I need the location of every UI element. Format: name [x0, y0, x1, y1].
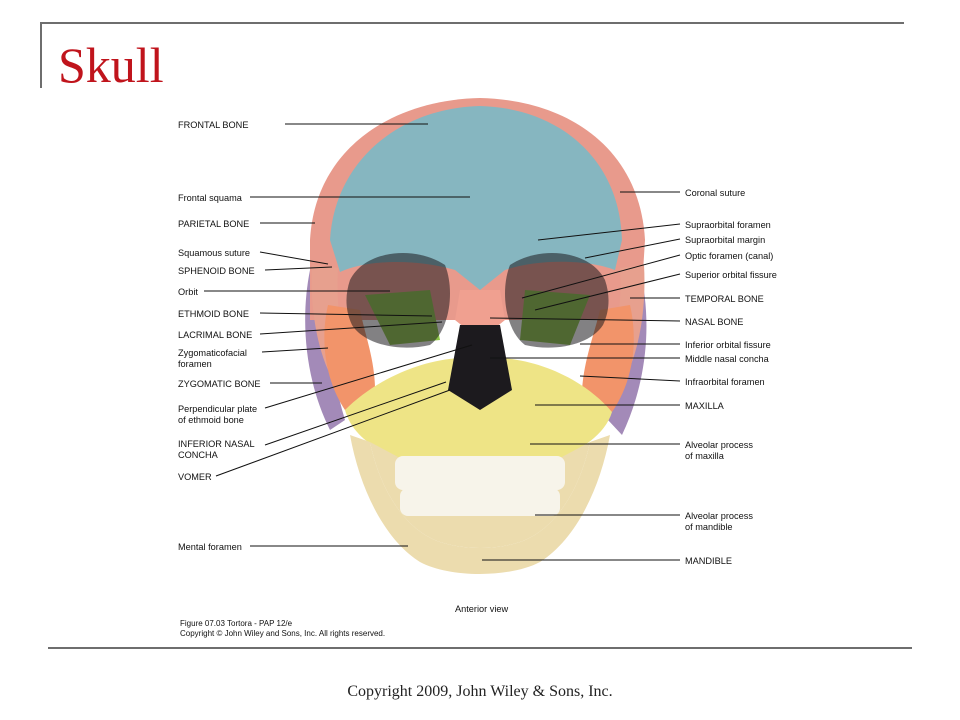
leader-supraorbital-margin: [584, 238, 681, 259]
label-maxilla: MAXILLA: [685, 401, 725, 411]
label-superior-orbital-fissure: Superior orbital fissure: [685, 270, 777, 280]
leader-vomer: [215, 389, 451, 477]
label-frontal-bone: FRONTAL BONE: [178, 120, 248, 130]
leader-sphenoid-bone: [264, 266, 333, 271]
leader-nasal-bone: [489, 317, 681, 322]
leader-infraorbital-foramen: [579, 375, 681, 382]
label-supraorbital-margin: Supraorbital margin: [685, 235, 765, 245]
label-temporal-bone: TEMPORAL BONE: [685, 294, 764, 304]
leader-superior-orbital-fissure: [534, 273, 681, 311]
label-parietal-bone: PARIETAL BONE: [178, 219, 249, 229]
nasal-cavity: [448, 325, 512, 410]
leader-zygomaticofacial-foramen: [261, 347, 329, 353]
label-zygomatic-bone: ZYGOMATIC BONE: [178, 379, 261, 389]
skull-illustration: [305, 98, 647, 574]
figure-credit: Figure 07.03 Tortora - PAP 12/e Copyrigh…: [180, 619, 385, 638]
top-rule: [40, 22, 904, 24]
right-orbit: [505, 253, 609, 348]
frontal-bone: [330, 106, 622, 290]
slide-footer: Copyright 2009, John Wiley & Sons, Inc.: [347, 683, 613, 700]
label-supraorbital-foramen: Supraorbital foramen: [685, 220, 771, 230]
label-frontal-squama: Frontal squama: [178, 193, 243, 203]
label-mental-foramen: Mental foramen: [178, 542, 242, 552]
leader-ethmoid-bone: [259, 312, 433, 317]
label-zygomaticofacial-foramen: Zygomaticofacial foramen: [178, 348, 250, 369]
label-infraorbital-foramen: Infraorbital foramen: [685, 377, 765, 387]
label-alveolar-process-maxilla: Alveolar process of maxilla: [685, 440, 755, 461]
slide-title: Skull: [58, 37, 164, 93]
label-lacrimal-bone: LACRIMAL BONE: [178, 330, 252, 340]
view-caption: Anterior view: [455, 604, 508, 614]
leader-inferior-nasal-concha: [264, 381, 447, 446]
leader-lacrimal-bone: [259, 321, 443, 335]
label-perpendicular-plate: Perpendicular plate of ethmoid bone: [178, 404, 260, 425]
label-inferior-nasal-concha: INFERIOR NASAL CONCHA: [178, 439, 257, 460]
bottom-rule: [48, 647, 912, 649]
leader-perpendicular-plate: [264, 344, 473, 409]
label-squamous-suture: Squamous suture: [178, 248, 250, 258]
skull-figure: FRONTAL BONE Frontal squama PARIETAL BON…: [178, 98, 777, 638]
right-labels: Coronal suture Supraorbital foramen Supr…: [482, 188, 777, 566]
leader-supraorbital-foramen: [537, 223, 681, 241]
label-orbit: Orbit: [178, 287, 198, 297]
upper-teeth: [395, 456, 565, 490]
lower-teeth: [400, 488, 560, 516]
label-optic-foramen: Optic foramen (canal): [685, 251, 773, 261]
left-labels: FRONTAL BONE Frontal squama PARIETAL BON…: [178, 120, 473, 552]
label-ethmoid-bone: ETHMOID BONE: [178, 309, 249, 319]
label-vomer: VOMER: [178, 472, 212, 482]
left-rule: [40, 22, 42, 88]
label-nasal-bone: NASAL BONE: [685, 317, 743, 327]
label-mandible: MANDIBLE: [685, 556, 732, 566]
leader-optic-foramen: [521, 254, 681, 299]
label-alveolar-process-mandible: Alveolar process of mandible: [685, 511, 755, 532]
label-middle-nasal-concha: Middle nasal concha: [685, 354, 770, 364]
label-inferior-orbital-fissure: Inferior orbital fissure: [685, 340, 771, 350]
leader-squamous-suture: [259, 251, 329, 265]
left-orbit: [346, 253, 450, 348]
mandible: [350, 435, 610, 574]
label-coronal-suture: Coronal suture: [685, 188, 745, 198]
label-sphenoid-bone: SPHENOID BONE: [178, 266, 255, 276]
